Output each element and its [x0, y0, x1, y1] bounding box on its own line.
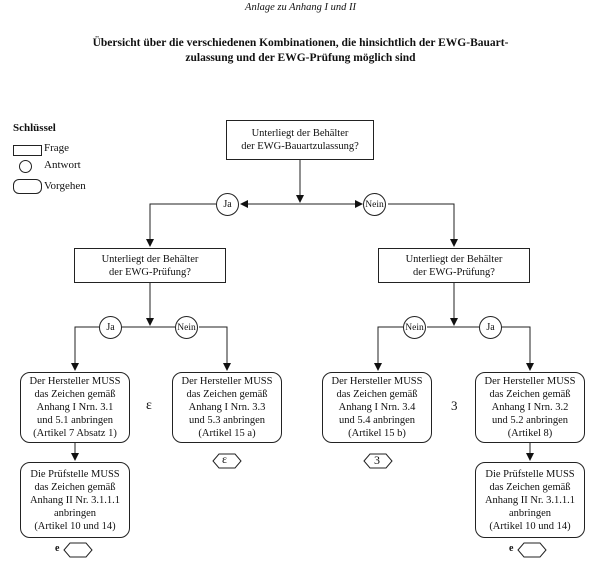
procedure-line: Anhang II Nr. 3.1.1.1 — [29, 494, 121, 506]
legend-label-vorgehen: Vorgehen — [44, 180, 86, 192]
procedure-line: das Zeichen gemäß — [34, 389, 116, 400]
connector-left-ja-to-p1 — [71, 326, 99, 371]
procedure-p1: Der Hersteller MUSS das Zeichen gemäß An… — [20, 372, 130, 443]
procedure-p1b: Die Prüfstelle MUSS das Zeichen gemäß An… — [20, 462, 130, 538]
reverse-epsilon-mark-icon: 3 — [451, 398, 458, 413]
hexagon-icon-p4b — [517, 542, 547, 558]
procedure-line: Der Hersteller MUSS — [181, 376, 273, 387]
procedure-line: Anhang II Nr. 3.1.1.1 — [484, 494, 576, 506]
connector-left-nein-to-p2 — [199, 326, 231, 371]
question-type-approval: Unterliegt der Behälter der EWG-Bauartzu… — [226, 120, 374, 160]
procedure-p3: Der Hersteller MUSS das Zeichen gemäß An… — [322, 372, 432, 443]
procedure-line: anbringen — [54, 507, 96, 519]
procedure-line: Anhang I Nrn. 3.2 — [491, 402, 569, 413]
procedure-line: und 5.4 anbringen — [338, 415, 416, 426]
legend-rectangle-icon — [13, 145, 42, 156]
procedure-line: Der Hersteller MUSS — [484, 376, 576, 387]
connector-ja-to-left-question — [146, 203, 216, 247]
procedure-p2: Der Hersteller MUSS das Zeichen gemäß An… — [172, 372, 282, 443]
question-verification-left: Unterliegt der Behälter der EWG-Prüfung? — [74, 248, 226, 283]
legend-label-antwort: Antwort — [44, 159, 81, 171]
procedure-line: (Artikel 15 a) — [198, 428, 256, 439]
question-verification-right: Unterliegt der Behälter der EWG-Prüfung? — [378, 248, 530, 283]
procedure-line: und 5.1 anbringen — [36, 415, 114, 426]
connector-nein-to-right-question — [388, 203, 458, 247]
legend-label-frage: Frage — [44, 142, 70, 154]
procedure-line: Anhang I Nrn. 3.1 — [36, 402, 114, 413]
legend-circle-icon — [19, 160, 32, 173]
hexagon-icon-p1b — [63, 542, 93, 558]
procedure-line: (Artikel 10 und 14) — [34, 520, 116, 532]
hexagon-icon-p3 — [363, 453, 393, 469]
procedure-line: Anhang I Nrn. 3.3 — [188, 402, 266, 413]
answer-left-yes: Ja — [99, 316, 122, 339]
hexagon-epsilon-mark-icon: ε — [222, 452, 228, 466]
answer-right-no: Nein — [403, 316, 426, 339]
legend-rounded-rectangle-icon — [13, 179, 42, 194]
answer-top-yes: Ja — [216, 193, 239, 216]
hexagon-icon-p2 — [212, 453, 242, 469]
question-line-2: der EWG-Prüfung? — [109, 266, 191, 278]
e-mark-right-icon: e — [509, 543, 514, 554]
procedure-line: das Zeichen gemäß — [186, 389, 268, 400]
procedure-line: das Zeichen gemäß — [34, 481, 116, 493]
connector-right-ja-to-p4 — [502, 326, 534, 371]
procedure-line: und 5.2 anbringen — [491, 415, 569, 426]
connector-right-nein-to-p3 — [374, 326, 403, 371]
procedure-line: Anhang I Nrn. 3.4 — [338, 402, 416, 413]
procedure-line: (Artikel 8) — [507, 428, 553, 439]
procedure-line: das Zeichen gemäß — [336, 389, 418, 400]
legend-title: Schlüssel — [13, 122, 56, 134]
procedure-p4: Der Hersteller MUSS das Zeichen gemäß An… — [475, 372, 585, 443]
e-mark-left-icon: e — [55, 543, 60, 554]
question-line-1: Unterliegt der Behälter — [405, 253, 503, 265]
procedure-line: (Artikel 7 Absatz 1) — [33, 428, 117, 439]
question-line-1: Unterliegt der Behälter — [101, 253, 199, 265]
procedure-line: Der Hersteller MUSS — [331, 376, 423, 387]
question-line-2: der EWG-Prüfung? — [413, 266, 495, 278]
annex-reference: Anlage zu Anhang I und II — [245, 2, 356, 13]
procedure-p4b: Die Prüfstelle MUSS das Zeichen gemäß An… — [475, 462, 585, 538]
procedure-line: (Artikel 15 b) — [348, 428, 406, 439]
epsilon-mark-icon: ε — [146, 398, 152, 413]
hexagon-reverse-epsilon-mark-icon: 3 — [374, 453, 380, 467]
title-line-1: Übersicht über die verschiedenen Kombina… — [92, 37, 509, 49]
procedure-line: (Artikel 10 und 14) — [489, 520, 571, 532]
procedure-line: Die Prüfstelle MUSS — [30, 468, 120, 480]
procedure-line: anbringen — [509, 507, 551, 519]
procedure-line: das Zeichen gemäß — [489, 481, 571, 493]
procedure-line: Der Hersteller MUSS — [29, 376, 121, 387]
answer-top-no: Nein — [363, 193, 386, 216]
procedure-line: das Zeichen gemäß — [489, 389, 571, 400]
answer-left-no: Nein — [175, 316, 198, 339]
answer-right-yes: Ja — [479, 316, 502, 339]
question-line-1: Unterliegt der Behälter — [251, 128, 349, 139]
question-line-2: der EWG-Bauartzulassung? — [241, 141, 359, 152]
procedure-line: Die Prüfstelle MUSS — [485, 468, 575, 480]
procedure-line: und 5.3 anbringen — [188, 415, 266, 426]
page-title: Übersicht über die verschiedenen Kombina… — [0, 36, 601, 66]
title-line-2: zulassung und der EWG-Prüfung möglich si… — [185, 52, 416, 64]
